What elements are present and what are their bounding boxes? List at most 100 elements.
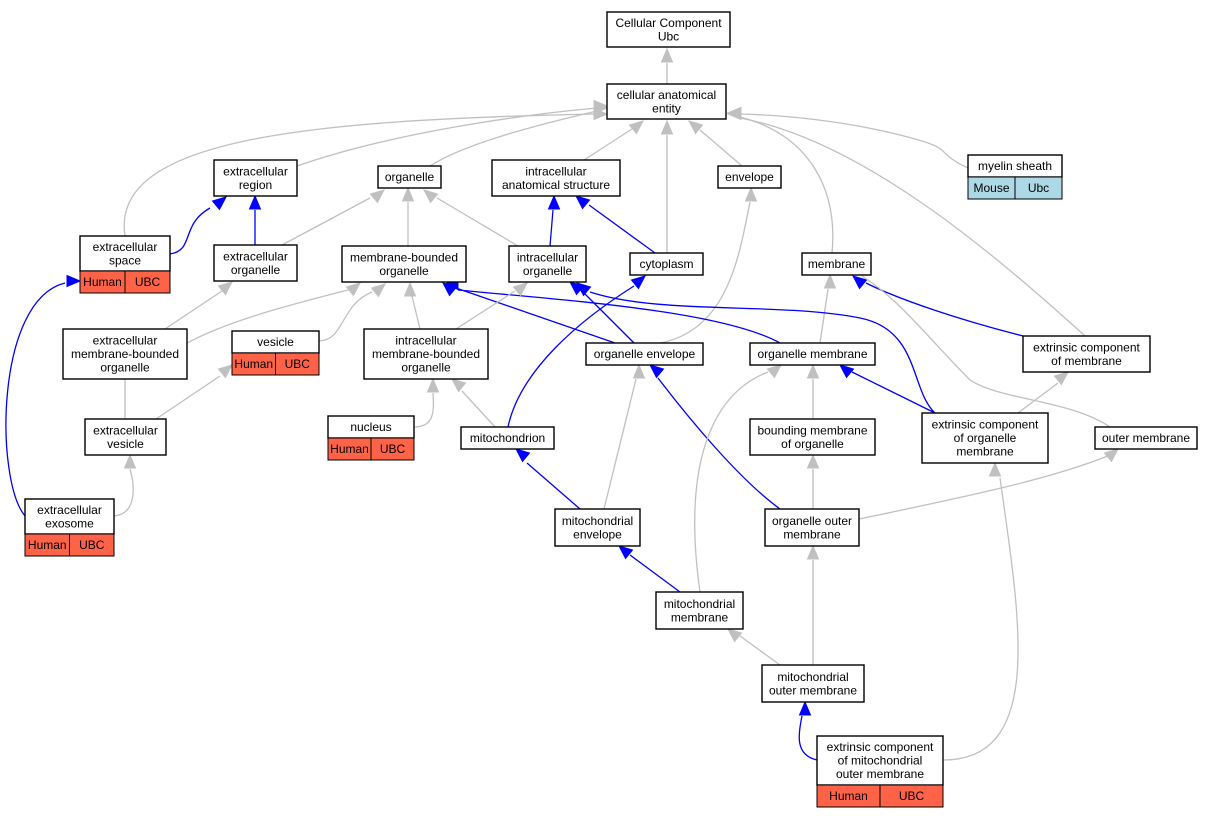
- term-node-membrane[interactable]: membrane: [801, 252, 872, 276]
- edge-line: [1017, 382, 1059, 414]
- edge-arrowhead: [798, 700, 812, 716]
- edge-line: [507, 285, 635, 428]
- edge-ecr-is-a-cae: [296, 99, 609, 167]
- term-box: [585, 342, 704, 366]
- term-box: [554, 508, 641, 547]
- edge-line: [581, 290, 635, 344]
- term-label-line: of membrane: [1051, 354, 1122, 368]
- edge-ecom-part-of-ico: [576, 282, 936, 414]
- edge-line: [858, 454, 1111, 520]
- term-label-line: extracellular: [93, 240, 158, 254]
- edge-orgmem-is-a-membrane: [819, 273, 837, 344]
- edges-layer: [5, 47, 1119, 761]
- edge-arrowhead: [369, 189, 385, 204]
- edge-line: [411, 295, 421, 330]
- term-label-line: vesicle: [107, 437, 144, 451]
- edge-ico-is-a-organelle: [423, 189, 519, 247]
- edge-line: [603, 378, 637, 510]
- edge-arrowhead: [515, 448, 531, 463]
- edge-line: [588, 204, 656, 254]
- edge-line: [549, 209, 554, 247]
- edge-line: [461, 390, 496, 428]
- term-node-cyto[interactable]: cytoplasm: [629, 252, 704, 276]
- species-tag-cell: [1014, 176, 1063, 200]
- term-label-line: bounding membrane: [757, 423, 867, 437]
- term-label-line: extracellular: [93, 423, 158, 437]
- term-label-line: space: [109, 253, 141, 267]
- term-label-line: organelle outer: [772, 514, 852, 528]
- term-box: [62, 328, 188, 380]
- edge-line: [526, 462, 581, 510]
- term-label-line: organelle: [523, 264, 573, 278]
- term-label-line: organelle envelope: [594, 347, 696, 361]
- edge-line: [589, 291, 936, 414]
- term-label-line: extracellular: [223, 164, 288, 178]
- term-node-outmem[interactable]: outer membrane: [1094, 426, 1198, 450]
- edge-ecmom-part-of-mom: [798, 700, 818, 761]
- edge-arrowhead: [632, 363, 646, 379]
- edge-arrowhead: [451, 378, 467, 393]
- species-tag-cell: [879, 784, 944, 808]
- term-node-envelope[interactable]: envelope: [717, 165, 782, 189]
- edge-arrowhead: [823, 273, 837, 289]
- term-label-line: of organelle: [954, 431, 1017, 445]
- edge-arrowhead: [547, 194, 561, 210]
- term-box: [606, 11, 731, 48]
- edge-line: [583, 128, 633, 161]
- edge-arrowhead: [575, 195, 591, 210]
- edge-line: [123, 113, 596, 237]
- edge-envelope-is-a-cae: [688, 120, 743, 167]
- term-node-mito[interactable]: mitochondrion: [460, 426, 555, 450]
- term-box: [816, 735, 944, 786]
- edge-arrowhead: [744, 186, 758, 202]
- term-label-line: mitochondrial: [777, 670, 848, 684]
- term-label-line: organelle: [231, 263, 281, 277]
- term-label-line: mitochondrial: [664, 597, 735, 611]
- edge-arrowhead: [211, 196, 227, 211]
- edge-line: [155, 375, 221, 420]
- term-node-organelle[interactable]: organelle: [377, 165, 442, 189]
- edge-icmbo-is-a-ico: [455, 282, 528, 330]
- edge-line: [5, 282, 66, 517]
- term-box: [377, 165, 442, 189]
- edge-line: [659, 201, 751, 344]
- edge-line: [457, 289, 781, 344]
- species-tag-label: UBC: [380, 442, 406, 456]
- edge-ecmom-is-a-ecom: [942, 461, 1019, 761]
- term-node-orgmem[interactable]: organelle membrane: [749, 342, 876, 366]
- edge-orgenv-part-of-ico: [569, 281, 635, 344]
- term-label-line: Ubc: [658, 29, 679, 43]
- term-label-line: intracellular: [517, 250, 578, 264]
- edge-outmem-is-a-membrane: [861, 275, 1111, 428]
- term-label-line: intracellular: [525, 164, 586, 178]
- term-box: [508, 245, 587, 283]
- term-node-orgenv[interactable]: organelle envelope: [585, 342, 704, 366]
- edge-arrowhead: [401, 186, 415, 202]
- term-label-line: cellular anatomical: [617, 88, 716, 102]
- term-label-line: anatomical structure: [502, 178, 610, 192]
